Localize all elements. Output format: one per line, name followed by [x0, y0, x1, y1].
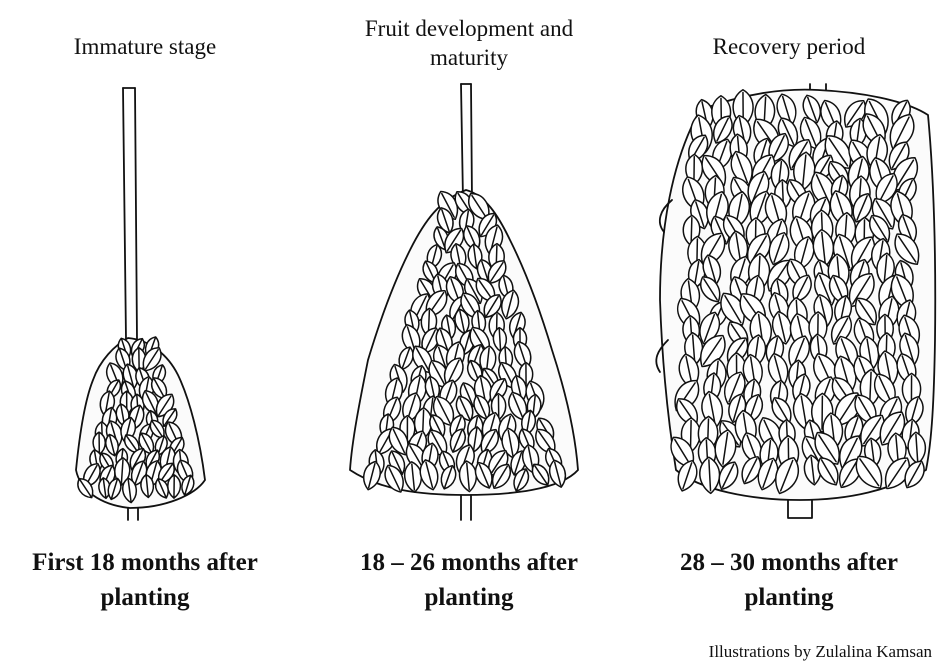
recovery-plant-illustration [656, 84, 935, 518]
caption-line: planting [0, 580, 290, 615]
immature-plant-illustration [74, 88, 205, 520]
stage-caption-immature: First 18 months after planting [0, 545, 290, 615]
caption-line: 28 – 30 months after [640, 545, 938, 580]
caption-line: 18 – 26 months after [310, 545, 628, 580]
caption-line: First 18 months after [0, 545, 290, 580]
illustration-credit: Illustrations by Zulalina Kamsan [650, 642, 932, 662]
caption-line: planting [640, 580, 938, 615]
stage-caption-recovery: 28 – 30 months after planting [640, 545, 938, 615]
stage-caption-fruit-development: 18 – 26 months after planting [310, 545, 628, 615]
caption-line: planting [310, 580, 628, 615]
fruit-development-plant-illustration [350, 84, 578, 520]
